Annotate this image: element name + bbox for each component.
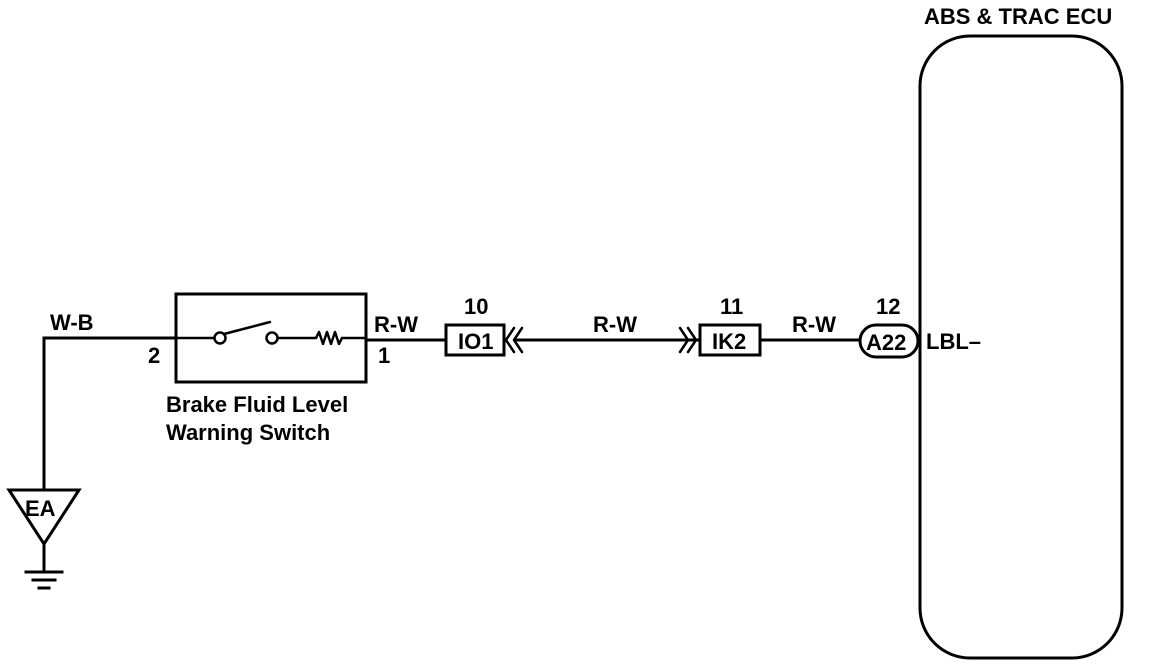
ground-point-label: EA (25, 496, 56, 521)
wire-segment-3-color-label: R-W (792, 312, 836, 337)
wire-segment-2-color-label: R-W (593, 312, 637, 337)
connector-ik2-chevron-1 (678, 326, 690, 354)
connector-a22-pin: 12 (876, 294, 900, 319)
ground-wire-path (42, 336, 178, 492)
connector-io1-pin: 10 (464, 294, 488, 319)
connector-ik2[interactable]: IK2 11 (678, 294, 762, 357)
connector-a22-oval (858, 323, 920, 359)
wire-segment-1[interactable]: R-W (364, 312, 448, 342)
switch-pin-signal: 1 (378, 343, 390, 368)
connector-a22-name: A22 (866, 330, 906, 355)
connector-io1-chevron-1 (504, 326, 516, 354)
switch-name-line1: Brake Fluid Level (166, 392, 348, 417)
connector-io1-box (444, 323, 506, 357)
connector-io1[interactable]: IO1 10 (444, 294, 524, 357)
connector-a22[interactable]: A22 12 (858, 294, 920, 359)
ground-point-triangle (6, 488, 82, 547)
switch-name-line2: Warning Switch (166, 420, 330, 445)
wire-segment-3[interactable]: R-W (758, 312, 862, 342)
switch-blade (222, 320, 272, 336)
switch-contact-right (265, 331, 279, 345)
connector-ik2-pin: 11 (720, 294, 743, 319)
wire-segment-2[interactable]: R-W (514, 312, 700, 342)
switch-pin-ground: 2 (148, 343, 160, 368)
ground-wire-color-label: W-B (50, 310, 94, 335)
ecu-outline (918, 34, 1124, 660)
wire-segment-1-color-label: R-W (374, 312, 418, 337)
connector-io1-name: IO1 (458, 329, 493, 354)
brake-fluid-level-warning-switch[interactable]: 2 1 Brake Fluid Level Warning Switch (148, 292, 390, 445)
connector-ik2-name: IK2 (712, 329, 746, 354)
ecu-pin-label: LBL– (926, 329, 981, 354)
connector-io1-chevron-2 (512, 326, 524, 354)
ground-wire[interactable]: W-B (42, 310, 178, 492)
connector-ik2-chevron-2 (686, 326, 698, 354)
ground-point-ea[interactable]: EA (6, 488, 82, 590)
switch-contact-left (213, 331, 227, 345)
ecu-title: ABS & TRAC ECU (924, 4, 1112, 29)
resistor-symbol (314, 330, 344, 346)
abs-trac-ecu[interactable]: ABS & TRAC ECU LBL– (918, 4, 1124, 660)
